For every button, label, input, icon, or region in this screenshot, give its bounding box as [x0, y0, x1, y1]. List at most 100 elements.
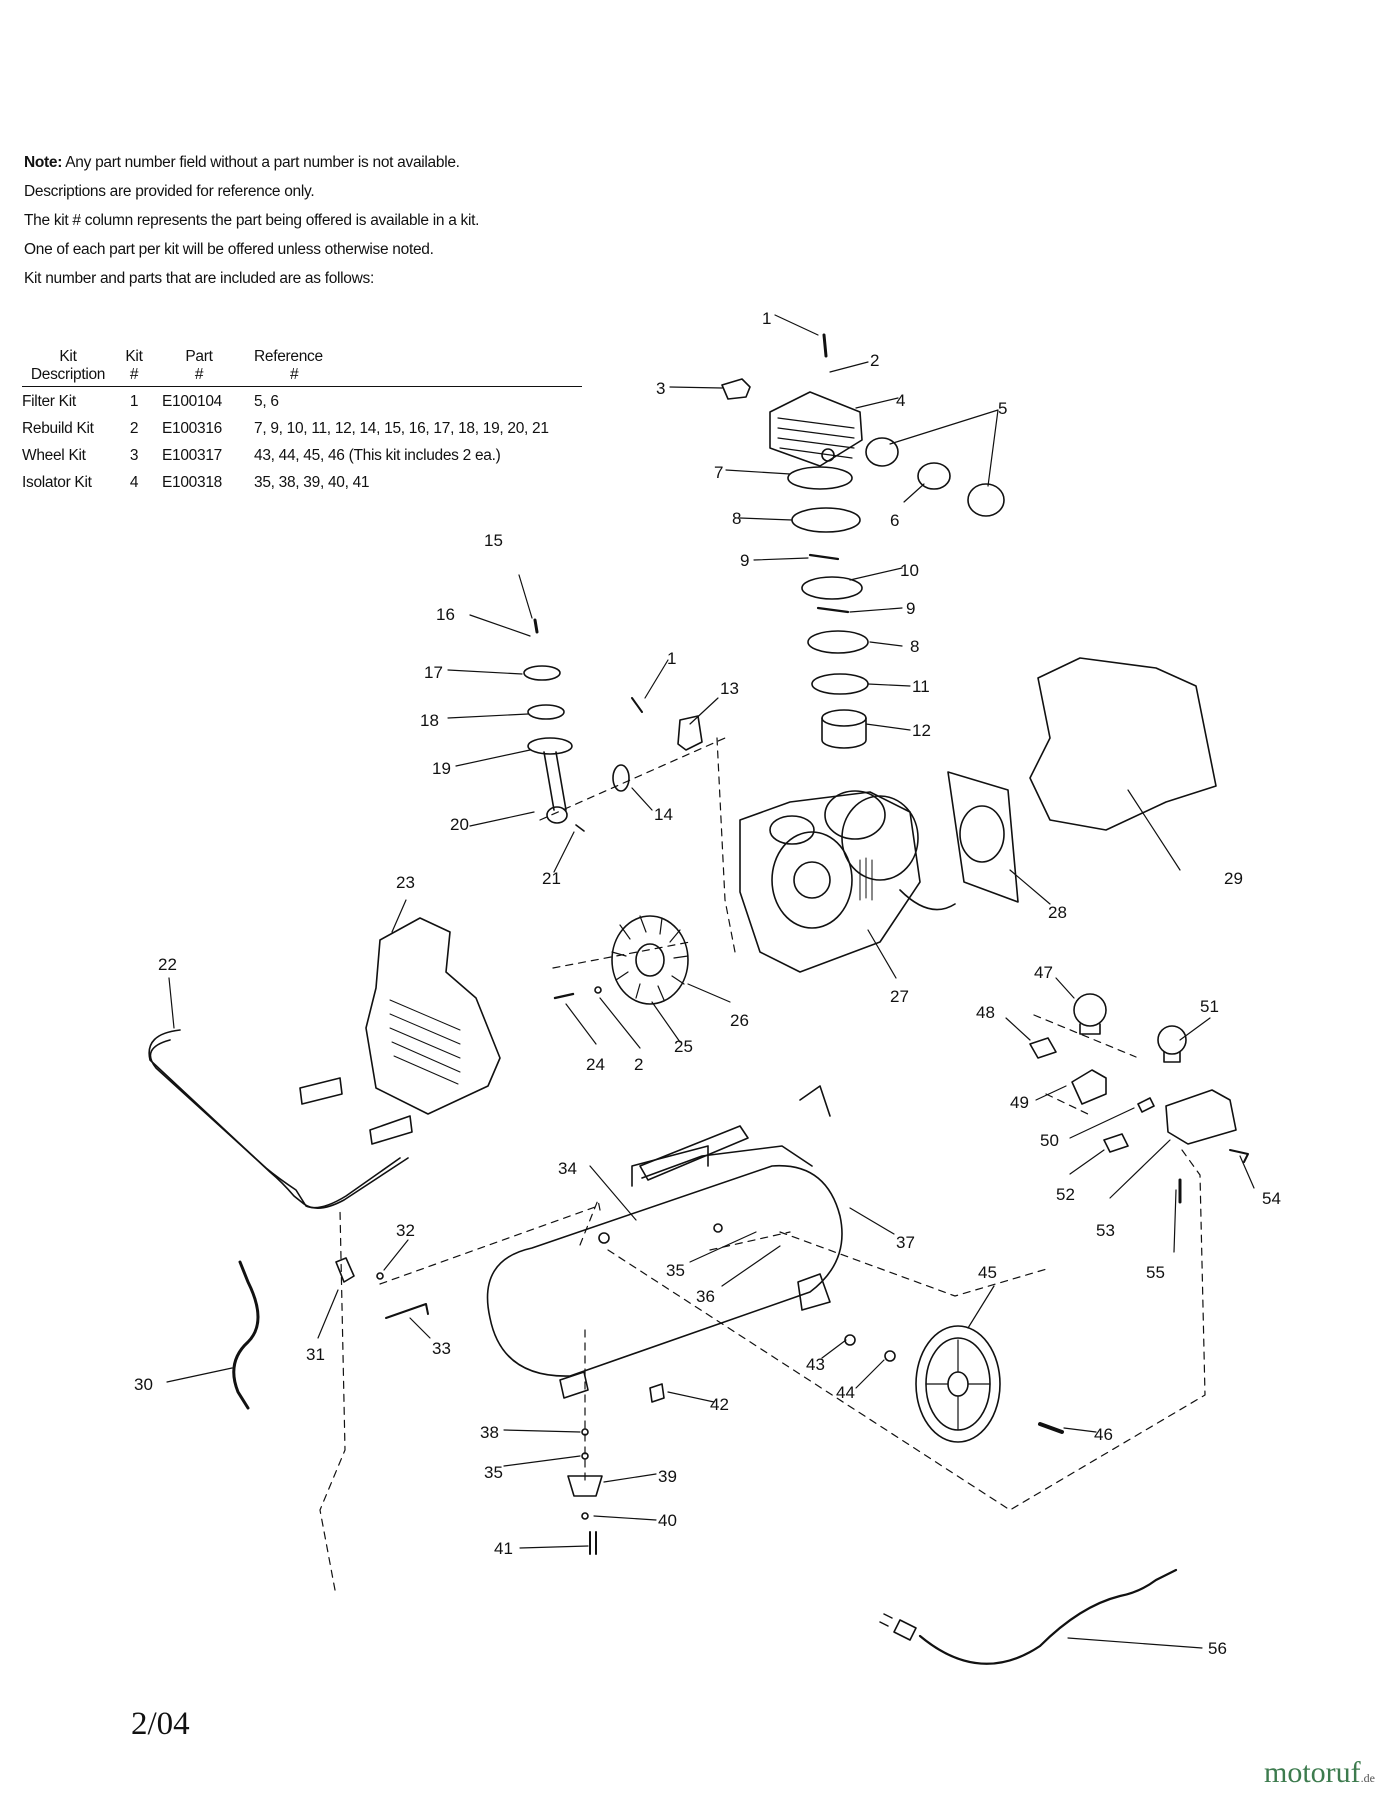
callout-label: 8 — [732, 509, 741, 528]
kit-reference: 7, 9, 10, 11, 12, 14, 15, 16, 17, 18, 19… — [254, 420, 549, 437]
header-reference: Reference# — [250, 348, 582, 387]
relief-valve-part — [1229, 1149, 1249, 1163]
callout-label: 42 — [710, 1395, 729, 1414]
wheel-part — [915, 1325, 1001, 1443]
note-line-1: Note: Any part number field without a pa… — [24, 154, 460, 171]
kit-description: Isolator Kit — [22, 474, 92, 491]
connecting-rod-group — [523, 618, 585, 832]
washer-part — [581, 1452, 589, 1460]
nut-part — [844, 1334, 856, 1346]
callout-label: 26 — [730, 1011, 749, 1030]
callout-label: 33 — [432, 1339, 451, 1358]
callout-label: 43 — [806, 1355, 825, 1374]
callout-label: 15 — [484, 531, 503, 550]
kit-number: 1 — [129, 393, 139, 410]
kit-row: Wheel Kit 3 E100317 43, 44, 45, 46 (This… — [22, 441, 582, 468]
kit-reference: 43, 44, 45, 46 (This kit includes 2 ea.) — [254, 447, 501, 464]
callout-label: 31 — [306, 1345, 325, 1364]
callout-label: 11 — [912, 677, 930, 696]
fitting-part — [649, 1383, 665, 1403]
front-cover-part — [365, 917, 501, 1115]
kit-part-number: E100318 — [162, 474, 222, 491]
kit-reference: 5, 6 — [254, 393, 279, 410]
callout-label: 55 — [1146, 1263, 1165, 1282]
callout-label: 32 — [396, 1221, 415, 1240]
callout-label: 19 — [432, 759, 451, 778]
pin-part — [631, 697, 643, 713]
callout-label: 46 — [1094, 1425, 1113, 1444]
callout-label: 28 — [1048, 903, 1067, 922]
callout-label: 21 — [542, 869, 561, 888]
callout-label: 9 — [740, 551, 749, 570]
washer-part — [884, 1350, 896, 1362]
bearing-holder-part — [677, 715, 703, 751]
callout-label: 1 — [667, 649, 676, 668]
callout-label: 10 — [900, 561, 919, 580]
callout-label: 2 — [634, 1055, 643, 1074]
callout-label: 6 — [890, 511, 899, 530]
callout-label: 20 — [450, 815, 469, 834]
fan-part — [611, 915, 689, 1005]
pin-part — [822, 333, 828, 358]
washer-part — [594, 986, 602, 994]
drain-valve-part — [385, 1303, 429, 1319]
washer-part — [581, 1512, 589, 1520]
callout-label: 44 — [836, 1383, 855, 1402]
callout-label: 23 — [396, 873, 415, 892]
regulator-part — [1071, 1069, 1107, 1105]
kit-part-number: E100104 — [162, 393, 222, 410]
callout-label: 50 — [1040, 1131, 1059, 1150]
callout-labels: 1 2 3 4 5 6 7 8 9 10 9 8 11 12 15 16 1 1… — [134, 309, 1281, 1658]
kit-part-number: E100317 — [162, 447, 222, 464]
power-cord-part — [879, 1568, 1178, 1665]
motor-crankcase-part — [739, 790, 956, 973]
callout-label: 48 — [976, 1003, 995, 1022]
kit-row: Isolator Kit 4 E100318 35, 38, 39, 40, 4… — [22, 468, 582, 495]
callout-label: 8 — [910, 637, 919, 656]
callout-label: 47 — [1034, 963, 1053, 982]
shroud-cover-part — [1029, 657, 1217, 831]
note-line-3: The kit # column represents the part bei… — [24, 212, 480, 229]
kit-number: 2 — [129, 420, 139, 437]
callout-label: 27 — [890, 987, 909, 1006]
fitting-part — [1029, 1037, 1057, 1059]
pressure-gauge-part — [1157, 1025, 1187, 1063]
callout-label: 4 — [896, 391, 905, 410]
callout-label: 17 — [424, 663, 443, 682]
callout-label: 2 — [870, 351, 879, 370]
callout-label: 49 — [1010, 1093, 1029, 1112]
watermark-logo: motoruf.de — [1264, 1756, 1375, 1789]
callout-label: 35 — [666, 1261, 685, 1280]
note-line-5: Kit number and parts that are included a… — [24, 270, 374, 287]
valve-plate-stack — [787, 466, 869, 749]
filter-element-part — [917, 462, 951, 490]
screw-part — [553, 992, 575, 1000]
cylinder-head-part — [769, 391, 863, 467]
kit-description: Wheel Kit — [22, 447, 86, 464]
callout-label: 5 — [998, 399, 1007, 418]
callout-label: 39 — [658, 1467, 677, 1486]
air-filter-part — [865, 437, 899, 467]
header-part-number: Part# — [154, 348, 250, 387]
callout-label: 22 — [158, 955, 177, 974]
fitting-part — [335, 1257, 355, 1283]
kit-row: Rebuild Kit 2 E100316 7, 9, 10, 11, 12, … — [22, 414, 582, 441]
callout-label: 12 — [912, 721, 931, 740]
callout-label: 13 — [720, 679, 739, 698]
callout-label: 34 — [558, 1159, 577, 1178]
kit-part-number: E100316 — [162, 420, 222, 437]
callout-label: 56 — [1208, 1639, 1227, 1658]
kit-description: Filter Kit — [22, 393, 76, 410]
callout-label: 25 — [674, 1037, 693, 1056]
callout-label: 18 — [420, 711, 439, 730]
air-tank-part — [486, 1085, 843, 1399]
callout-label: 3 — [656, 379, 665, 398]
revision-date: 2/04 — [131, 1706, 190, 1742]
nut-part — [376, 1272, 384, 1280]
note-line-2: Descriptions are provided for reference … — [24, 183, 315, 200]
callout-label: 54 — [1262, 1189, 1281, 1208]
hose-part — [232, 1260, 260, 1410]
